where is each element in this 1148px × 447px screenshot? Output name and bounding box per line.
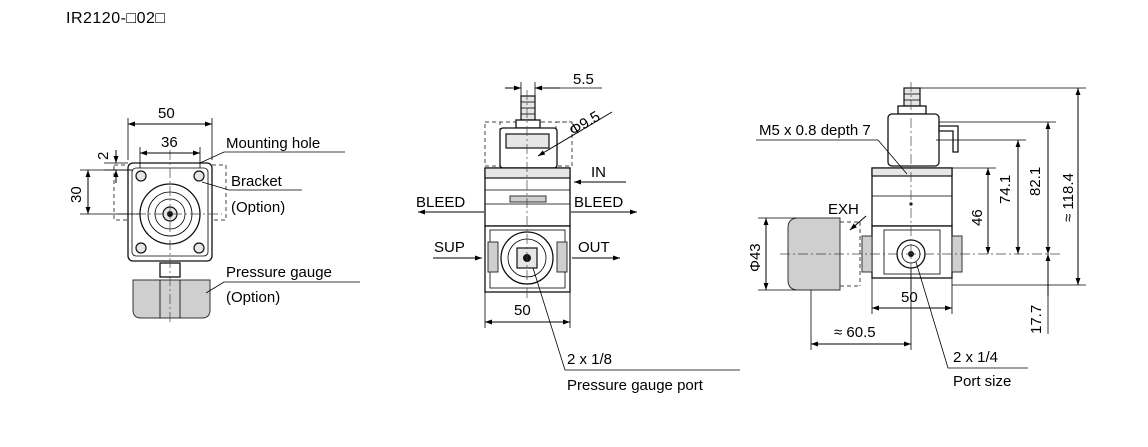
bracket-option-label: (Option): [231, 199, 285, 216]
side-dim-width: 50: [514, 302, 531, 319]
right-dim-60: ≈ 60.5: [834, 324, 876, 341]
out-label: OUT: [578, 239, 610, 256]
bleed-left-label: BLEED: [416, 194, 465, 211]
bracket-label: Bracket: [231, 173, 283, 190]
pressure-gauge-label: Pressure gauge: [226, 264, 332, 281]
port-size-value: 2 x 1/4: [953, 349, 998, 366]
front-dim-width: 50: [158, 105, 175, 122]
right-gauge: [787, 217, 841, 291]
right-dim-17: 17.7: [1028, 305, 1045, 334]
right-dim-82: 82.1: [1027, 167, 1044, 196]
right-dim-width: 50: [901, 289, 918, 306]
right-body: [871, 167, 953, 227]
right-bonnet: [887, 113, 940, 167]
side-view: 5.5 Φ9.5 IN BLEED BLEED SUP OUT 50 2 x 1…: [416, 71, 740, 394]
mounting-hole-label: Mounting hole: [226, 135, 320, 152]
bleed-right-label: BLEED: [574, 194, 623, 211]
gauge-port-label: Pressure gauge port: [567, 377, 704, 394]
front-gauge: [132, 279, 211, 319]
gauge-port-size: 2 x 1/8: [567, 351, 612, 368]
sup-label: SUP: [434, 239, 465, 256]
right-bracket: [938, 125, 959, 153]
model-title: IR2120-□02□: [66, 10, 166, 27]
right-dim-74: 74.1: [997, 175, 1014, 204]
in-label: IN: [591, 164, 606, 181]
front-dim-offset: 2: [95, 152, 112, 160]
side-dim-knob-dia: Φ9.5: [566, 108, 603, 139]
right-knob: [903, 87, 921, 107]
front-dim-height: 30: [68, 186, 85, 203]
front-dim-hole-pitch: 36: [161, 134, 178, 151]
exh-label: EXH: [828, 201, 859, 218]
m5-label: M5 x 0.8 depth 7: [759, 122, 871, 139]
right-dim-118: ≈ 118.4: [1060, 173, 1077, 222]
front-view: 50 36 2 30 Mounting hole Bracket (Option…: [68, 105, 360, 325]
right-dim-46: 46: [969, 209, 986, 226]
right-view: M5 x 0.8 depth 7 EXH Φ43 46 74.1 82.1 ≈ …: [747, 82, 1086, 390]
port-size-label: Port size: [953, 373, 1011, 390]
side-dim-top: 5.5: [573, 71, 594, 88]
gauge-option-label: (Option): [226, 289, 280, 306]
right-dim-gauge-dia: Φ43: [747, 243, 764, 272]
